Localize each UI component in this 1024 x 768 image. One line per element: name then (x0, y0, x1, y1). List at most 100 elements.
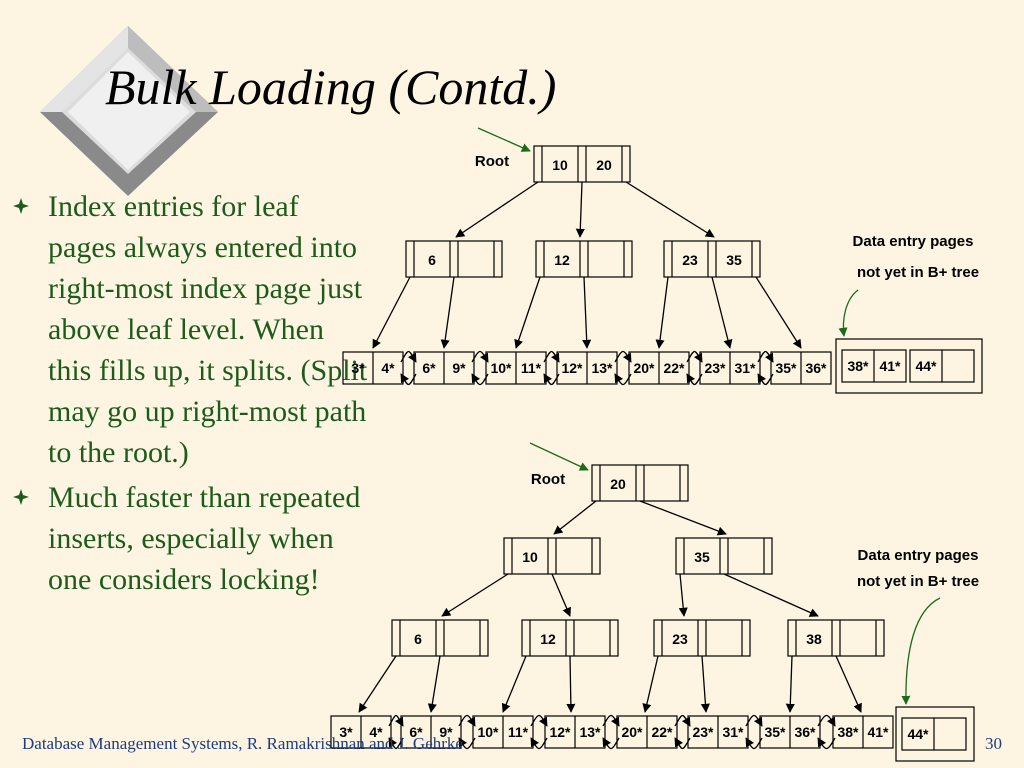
leaf-entry-label: 44* (907, 726, 929, 742)
index-node-box (521, 619, 619, 657)
leaf-entry-label: 13* (579, 724, 601, 740)
index-node-box (787, 619, 885, 657)
tree-pointer (514, 276, 541, 349)
diamond-bullet-icon (13, 489, 29, 505)
leaf-entry-label: 36* (805, 360, 827, 376)
leaf-entry-label: 41* (867, 724, 889, 740)
tree-pointer (372, 276, 411, 349)
leaf-sibling-link-right (757, 350, 774, 363)
leaf-entry-label: 41* (879, 358, 901, 374)
leaf-sibling-link-right (471, 350, 489, 363)
leaf-page-box (841, 349, 907, 383)
leaf-entry-label: 12* (561, 360, 583, 376)
leaf-entry-label: 11* (508, 724, 529, 740)
leaf-page: 23*31* (687, 715, 749, 749)
footer-credit: Database Management Systems, R. Ramakris… (22, 734, 463, 753)
index-key-label: 20 (610, 476, 626, 492)
leaf-sibling-link-right (458, 714, 476, 727)
page-number: 30 (985, 734, 1002, 753)
leaf-sibling-link-right (686, 350, 703, 363)
leaf-page: 10*11* (472, 715, 534, 749)
leaf-entry-label: 23* (692, 724, 714, 740)
index-node-box (503, 537, 601, 575)
index-node-box (663, 240, 761, 278)
tree-pointer (427, 655, 441, 713)
leaf-page: 38*41* (832, 715, 894, 749)
pending-pages-label: Data entry pages (853, 233, 974, 250)
leaf-entry-label: 20* (621, 724, 643, 740)
index-node-box (405, 240, 503, 278)
leaf-sibling-link-left (543, 373, 560, 386)
pending-pages-label: not yet in B+ tree (857, 573, 979, 590)
index-key-label: 12 (540, 631, 556, 647)
pending-pages-frame (895, 706, 975, 762)
leaf-page-box (687, 715, 749, 749)
leaf-sibling-link-left (602, 737, 620, 750)
leaf-page-box (556, 351, 618, 385)
leaf-sibling-link-right (745, 714, 763, 727)
leaf-sibling-link-right (400, 350, 417, 363)
leaf-page: 20*22* (616, 715, 678, 749)
leaf-entry-label: 31* (734, 360, 756, 376)
index-key-label: 12 (554, 252, 570, 268)
leaf-page-box (770, 351, 832, 385)
tree-pointer (678, 573, 688, 617)
index-key-label: 35 (694, 549, 710, 565)
index-node-box (535, 240, 633, 278)
leaf-entry-label: 35* (775, 360, 797, 376)
leaf-entry-label: 22* (663, 360, 685, 376)
index-key-label: 23 (682, 252, 698, 268)
tree-pointer (441, 573, 509, 617)
pending-pages-label: not yet in B+ tree (857, 264, 979, 281)
index-node-box (391, 619, 489, 657)
index-key-label: 20 (596, 157, 612, 173)
root-node: 20 (591, 464, 689, 502)
leaf-page-box (628, 351, 690, 385)
leaf-sibling-link-right (602, 714, 620, 727)
leaf-sibling-link-right (674, 714, 691, 727)
leaf-sibling-link-left (817, 737, 836, 750)
leaf-page-box (544, 715, 606, 749)
leaf-entry-label: 9* (452, 360, 466, 376)
leaf-entry-label: 12* (549, 724, 571, 740)
index-node: 10 (503, 537, 601, 575)
index-node-box (675, 537, 773, 575)
leaf-page-box (832, 715, 894, 749)
index-node: 23 (653, 619, 751, 657)
tree-pointer (755, 276, 802, 349)
index-node: 12 (535, 240, 633, 278)
bullet-text: Much faster than repeated inserts, espec… (48, 481, 361, 596)
leaf-page: 35*36* (759, 715, 821, 749)
leaf-page-box (413, 351, 475, 385)
tree-pointer (639, 500, 727, 536)
tree-pointer (711, 276, 733, 349)
leaf-entry-label: 4* (381, 360, 395, 376)
tree-pointer (501, 655, 527, 713)
root-label: Root (475, 153, 509, 170)
leaf-sibling-link-left (757, 373, 774, 386)
leaf-sibling-link-right (614, 350, 632, 363)
tree-pointer (566, 655, 576, 713)
leaf-sibling-link-right (543, 350, 560, 363)
index-node-box (591, 464, 689, 502)
index-node: 12 (521, 619, 619, 657)
index-key-label: 10 (552, 157, 568, 173)
leaf-page: 10*11* (485, 351, 547, 385)
root-pointer-arrow (529, 442, 589, 471)
root-node: 10 20 (533, 145, 631, 183)
tree-pointer (358, 655, 397, 713)
pending-data-page: 44* (901, 717, 967, 751)
tree-pointer (551, 573, 571, 617)
leaf-sibling-link-left (686, 373, 703, 386)
tree-pointer (575, 181, 585, 238)
leaf-sibling-link-left (471, 373, 489, 386)
index-node: 38 (787, 619, 885, 657)
leaf-sibling-link-right (388, 714, 404, 727)
pending-pages-label: Data entry pages (858, 547, 979, 564)
leaf-page: 20*22* (628, 351, 690, 385)
bullet-list: Index entries for leaf pages always ente… (12, 186, 372, 604)
root-pointer-arrow (477, 127, 531, 152)
leaf-sibling-link-left (614, 373, 632, 386)
tree-pointer (723, 573, 819, 617)
index-key-label: 38 (806, 631, 822, 647)
